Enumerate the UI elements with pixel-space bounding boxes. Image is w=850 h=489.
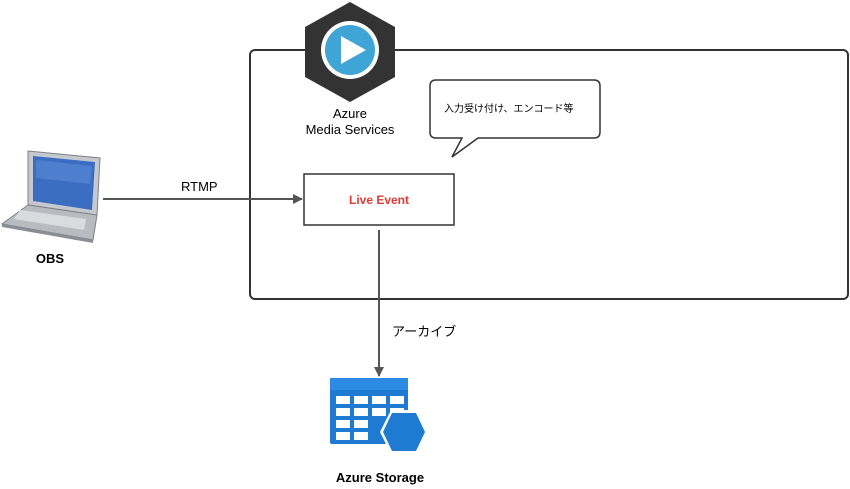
live-event-label: Live Event: [348, 193, 410, 207]
media-services-label-line2: Media Services: [305, 122, 395, 137]
laptop-icon: [0, 150, 101, 243]
rtmp-label: RTMP: [181, 179, 218, 194]
live-event-box: [303, 173, 455, 226]
callout-bubble: [429, 79, 601, 158]
callout-text: 入力受け付け、エンコード等: [444, 104, 574, 115]
media-services-label-line1: Azure: [333, 106, 367, 121]
media-services-icon: [305, 2, 395, 102]
storage-icon: [330, 378, 428, 454]
obs-label: OBS: [35, 251, 65, 266]
archive-label: アーカイブ: [392, 324, 457, 339]
media-services-container: [249, 49, 849, 300]
storage-label: Azure Storage: [335, 470, 425, 485]
